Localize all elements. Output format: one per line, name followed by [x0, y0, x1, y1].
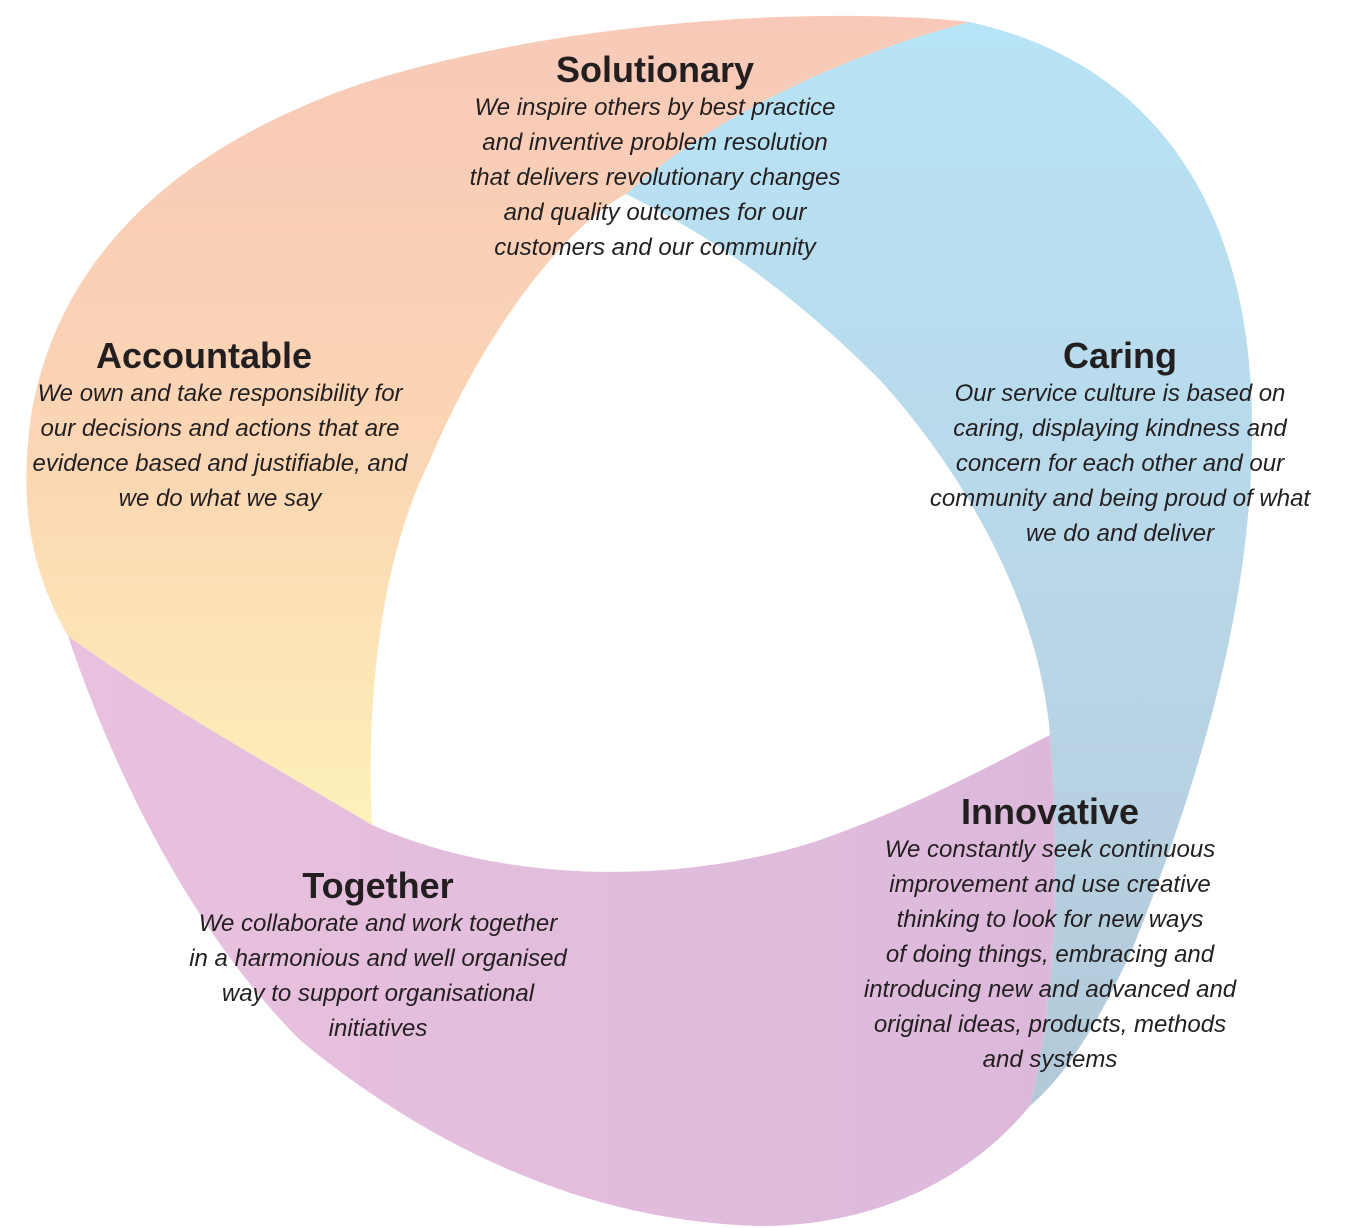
value-innovative: Innovative We constantly seek continuous… [830, 792, 1270, 1077]
band-together-innovative [68, 636, 1056, 1226]
description-line: we do what we say [118, 485, 322, 512]
description-line: our decisions and actions that are [40, 415, 400, 442]
description-line: customers and our community [494, 234, 816, 261]
description-line: Our service culture is based on [954, 380, 1286, 407]
description-line: community and being proud of what [929, 485, 1311, 512]
description-line: original ideas, products, methods [873, 1011, 1227, 1038]
band-solutionary-accountable [26, 15, 971, 826]
description-line: initiatives [328, 1015, 428, 1042]
description-line: improvement and use creative [889, 871, 1211, 898]
description-line: evidence based and justifiable, and [32, 450, 408, 477]
value-description-accountable: We own and take responsibility for our d… [0, 376, 440, 516]
description-line: We constantly seek continuous [884, 836, 1216, 863]
value-caring: Caring Our service culture is based on c… [895, 336, 1345, 551]
description-line: We collaborate and work together [198, 910, 558, 937]
value-description-together: We collaborate and work together in a ha… [158, 906, 598, 1046]
value-title-solutionary: Solutionary [555, 49, 755, 90]
value-title-together: Together [302, 865, 454, 906]
value-description-solutionary: We inspire others by best practice and i… [430, 90, 880, 265]
description-line: introducing new and advanced and [863, 976, 1237, 1003]
band-caring [626, 22, 1253, 1106]
description-line: we do and deliver [1025, 520, 1215, 547]
description-line: and inventive problem resolution [482, 129, 828, 156]
description-line: We own and take responsibility for [37, 380, 403, 407]
value-description-innovative: We constantly seek continuous improvemen… [830, 832, 1270, 1077]
value-accountable: Accountable We own and take responsibili… [0, 336, 440, 516]
description-line: and systems [982, 1046, 1118, 1073]
value-title-caring: Caring [1062, 335, 1177, 376]
description-line: in a harmonious and well organised [189, 945, 567, 972]
description-line: thinking to look for new ways [896, 906, 1204, 933]
description-line: and quality outcomes for our [503, 199, 807, 226]
description-line: that delivers revolutionary changes [469, 164, 841, 191]
value-description-caring: Our service culture is based on caring, … [895, 376, 1345, 551]
description-line: caring, displaying kindness and [953, 415, 1287, 442]
value-title-innovative: Innovative [960, 791, 1140, 832]
description-line: We inspire others by best practice [474, 94, 836, 121]
value-solutionary: Solutionary We inspire others by best pr… [430, 50, 880, 265]
value-together: Together We collaborate and work togethe… [158, 866, 598, 1046]
description-line: of doing things, embracing and [885, 941, 1215, 968]
description-line: concern for each other and our [955, 450, 1285, 477]
value-title-accountable: Accountable [96, 335, 313, 376]
description-line: way to support organisational [221, 980, 535, 1007]
